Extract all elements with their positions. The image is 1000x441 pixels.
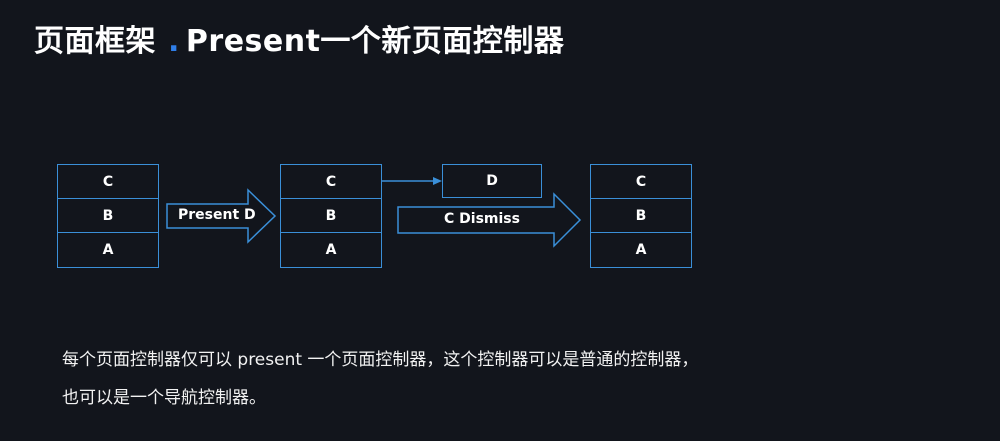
stack-middle-item: A — [281, 232, 381, 268]
title-dot: . — [168, 24, 180, 59]
description-line-1: 每个页面控制器仅可以 present 一个页面控制器，这个控制器可以是普通的控制… — [62, 350, 699, 370]
stack-after: C B A — [590, 164, 692, 268]
presented-controller-box: D — [442, 164, 542, 198]
stack-before-item: C — [58, 164, 158, 198]
title-sub: Present一个新页面控制器 — [185, 24, 565, 59]
stack-after-item: C — [591, 164, 691, 198]
title-main: 页面框架 — [34, 24, 156, 59]
page-title: 页面框架.Present一个新页面控制器 — [34, 20, 564, 64]
description-line-2: 也可以是一个导航控制器。 — [62, 388, 266, 408]
dismiss-arrow — [397, 192, 582, 248]
stack-middle: C B A — [280, 164, 382, 268]
stack-middle-item: C — [281, 164, 381, 198]
dismiss-arrow-label: C Dismiss — [444, 211, 520, 227]
present-arrow — [166, 188, 277, 244]
stack-before-item: A — [58, 232, 158, 268]
stack-before-item: B — [58, 198, 158, 232]
stack-before: C B A — [57, 164, 159, 268]
present-connector-arrowhead — [433, 177, 442, 185]
description: 每个页面控制器仅可以 present 一个页面控制器，这个控制器可以是普通的控制… — [62, 341, 698, 417]
present-arrow-label: Present D — [178, 207, 256, 223]
stack-after-item: A — [591, 232, 691, 268]
stack-middle-item: B — [281, 198, 381, 232]
stack-after-item: B — [591, 198, 691, 232]
